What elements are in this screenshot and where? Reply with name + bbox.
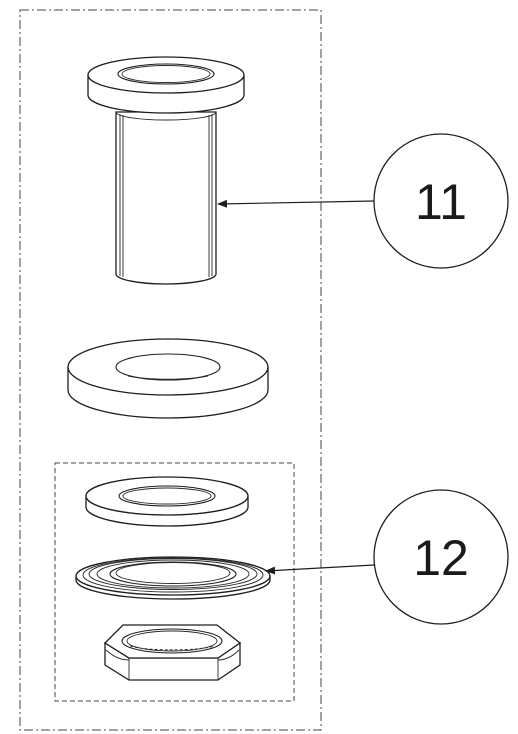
gasket-washer xyxy=(85,476,249,527)
subassembly-boundary xyxy=(54,462,295,702)
flanged-sleeve xyxy=(87,56,245,285)
flat-washer xyxy=(67,338,269,419)
hex-nut xyxy=(103,624,242,681)
callout-label-11: 11 xyxy=(415,174,467,230)
callout-bubble-11 xyxy=(373,133,509,269)
callout-bubble-12 xyxy=(373,489,509,625)
sealing-ring xyxy=(75,556,271,600)
callout-label-12: 12 xyxy=(413,530,469,586)
callout-12: 12 xyxy=(265,489,509,625)
leader-line-12 xyxy=(265,564,375,575)
leader-line-11 xyxy=(217,199,375,208)
callout-11: 11 xyxy=(217,133,509,269)
